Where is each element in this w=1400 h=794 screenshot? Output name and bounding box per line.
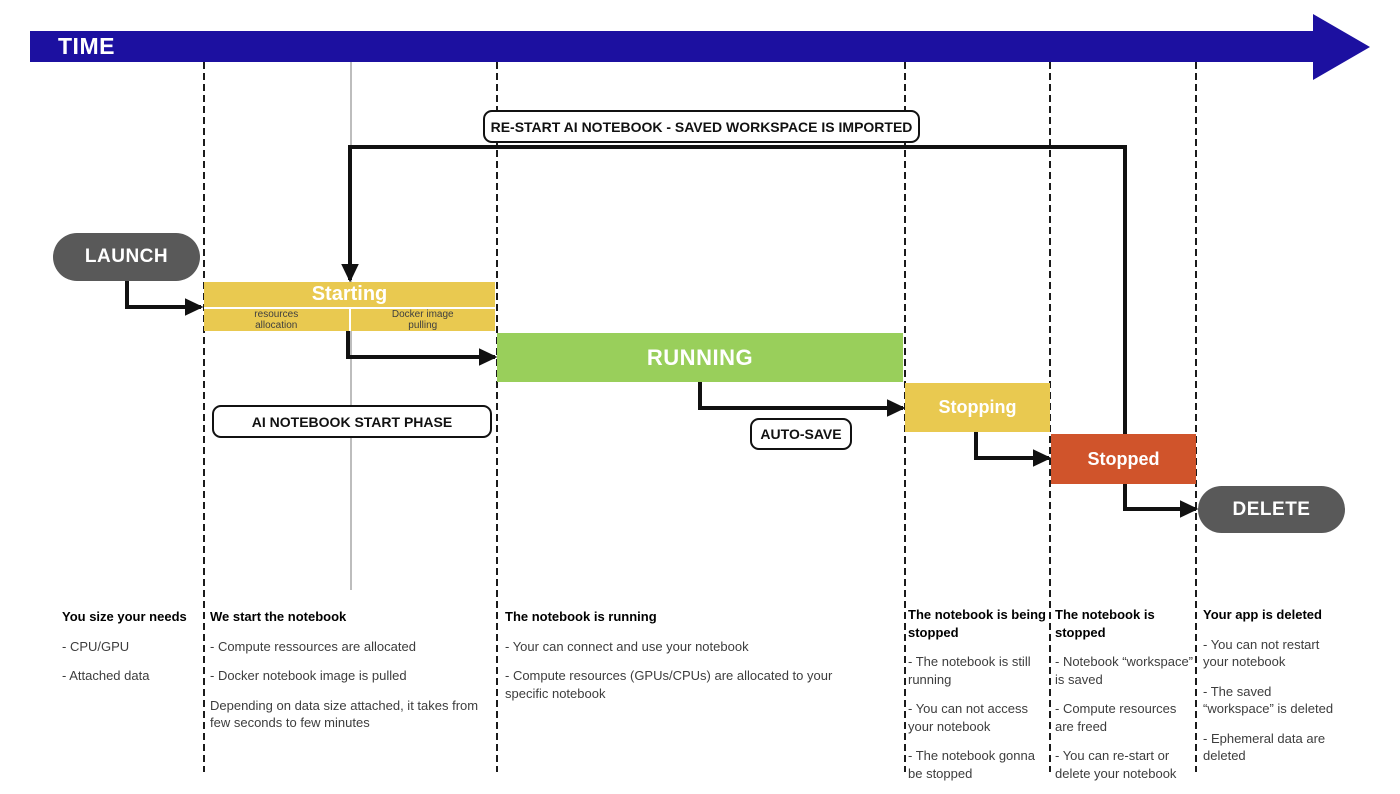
arrow-running-to-stopping — [698, 382, 906, 417]
column-title: The notebook is running — [505, 609, 657, 624]
column-item: - The notebook is still running — [908, 654, 1031, 687]
guide-dashed-line-delete — [1195, 62, 1197, 772]
column-app-deleted: Your app is deleted - You can not restar… — [1203, 606, 1345, 777]
guide-dashed-line-launch — [203, 62, 205, 772]
column-start-notebook: We start the notebook - Compute ressourc… — [210, 608, 490, 744]
column-item: - The saved “workspace” is deleted — [1203, 683, 1334, 717]
substep-docker-image-pulling: Docker image pulling — [391, 309, 454, 331]
start-phase-label: AI NOTEBOOK START PHASE — [251, 413, 453, 430]
column-item: - The notebook gonna be stopped — [908, 748, 1035, 781]
phase-running: RUNNING — [497, 333, 903, 382]
delete-node: DELETE — [1198, 486, 1345, 533]
column-size-your-needs: You size your needs - CPU/GPU - Attached… — [62, 608, 202, 697]
column-item: - CPU/GPU — [62, 638, 130, 654]
restart-banner: RE-START AI NOTEBOOK - SAVED WORKSPACE I… — [483, 110, 920, 143]
timeline-arrowhead-icon — [1313, 14, 1370, 80]
restart-banner-label: RE-START AI NOTEBOOK - SAVED WORKSPACE I… — [490, 118, 913, 135]
column-item: - Your can connect and use your notebook — [505, 638, 749, 654]
start-phase-callout: AI NOTEBOOK START PHASE — [212, 405, 492, 438]
column-title: The notebook is stopped — [1055, 607, 1155, 640]
timeline-bar: TIME — [30, 31, 1315, 62]
auto-save-callout: AUTO-SAVE — [750, 418, 852, 450]
column-item: - You can not access your notebook — [908, 701, 1028, 734]
column-being-stopped: The notebook is being stopped - The note… — [908, 606, 1046, 794]
column-item: - Ephemeral data are deleted — [1203, 730, 1326, 764]
arrow-stopping-to-stopped — [974, 432, 1052, 467]
delete-label: DELETE — [1232, 498, 1311, 520]
column-item: - You can re-start or delete your notebo… — [1055, 748, 1177, 781]
column-title: Your app is deleted — [1203, 607, 1322, 622]
column-item: - You can not restart your notebook — [1203, 636, 1320, 670]
phase-starting-label: Starting — [204, 282, 495, 309]
substep-resources-allocation: resources allocation — [204, 309, 351, 331]
arrow-stopped-to-delete — [1123, 484, 1199, 518]
phase-stopped: Stopped — [1051, 434, 1196, 484]
phase-stopped-label: Stopped — [1087, 448, 1160, 469]
column-item: - Docker notebook image is pulled — [210, 668, 407, 684]
column-item: - Compute resources (GPUs/CPUs) are allo… — [505, 668, 833, 701]
arrow-launch-to-starting — [125, 281, 204, 316]
timeline-label: TIME — [58, 33, 115, 59]
phase-stopping: Stopping — [905, 383, 1050, 432]
column-item: - Attached data — [62, 668, 150, 684]
phase-starting-substeps: resources allocation Docker image pullin… — [204, 309, 495, 331]
column-title: We start the notebook — [210, 609, 347, 624]
phase-starting: Starting resources allocation Docker ima… — [204, 282, 495, 331]
launch-node: LAUNCH — [53, 233, 200, 281]
launch-label: LAUNCH — [84, 246, 169, 267]
column-item: - Compute ressources are allocated — [210, 638, 416, 654]
arrow-starting-to-running — [346, 331, 498, 366]
column-item: - Compute resources are freed — [1055, 701, 1177, 734]
column-title: You size your needs — [62, 609, 187, 624]
phase-stopping-label: Stopping — [938, 397, 1017, 417]
column-title: The notebook is being stopped — [908, 607, 1046, 640]
column-notebook-running: The notebook is running - Your can conne… — [505, 608, 873, 714]
column-is-stopped: The notebook is stopped - Notebook “work… — [1055, 606, 1193, 794]
phase-running-label: RUNNING — [646, 344, 754, 370]
auto-save-label: AUTO-SAVE — [760, 426, 842, 442]
guide-dashed-line-running — [496, 62, 498, 772]
column-item: - Notebook “workspace” is saved — [1055, 654, 1193, 687]
column-item: Depending on data size attached, it take… — [210, 697, 479, 731]
